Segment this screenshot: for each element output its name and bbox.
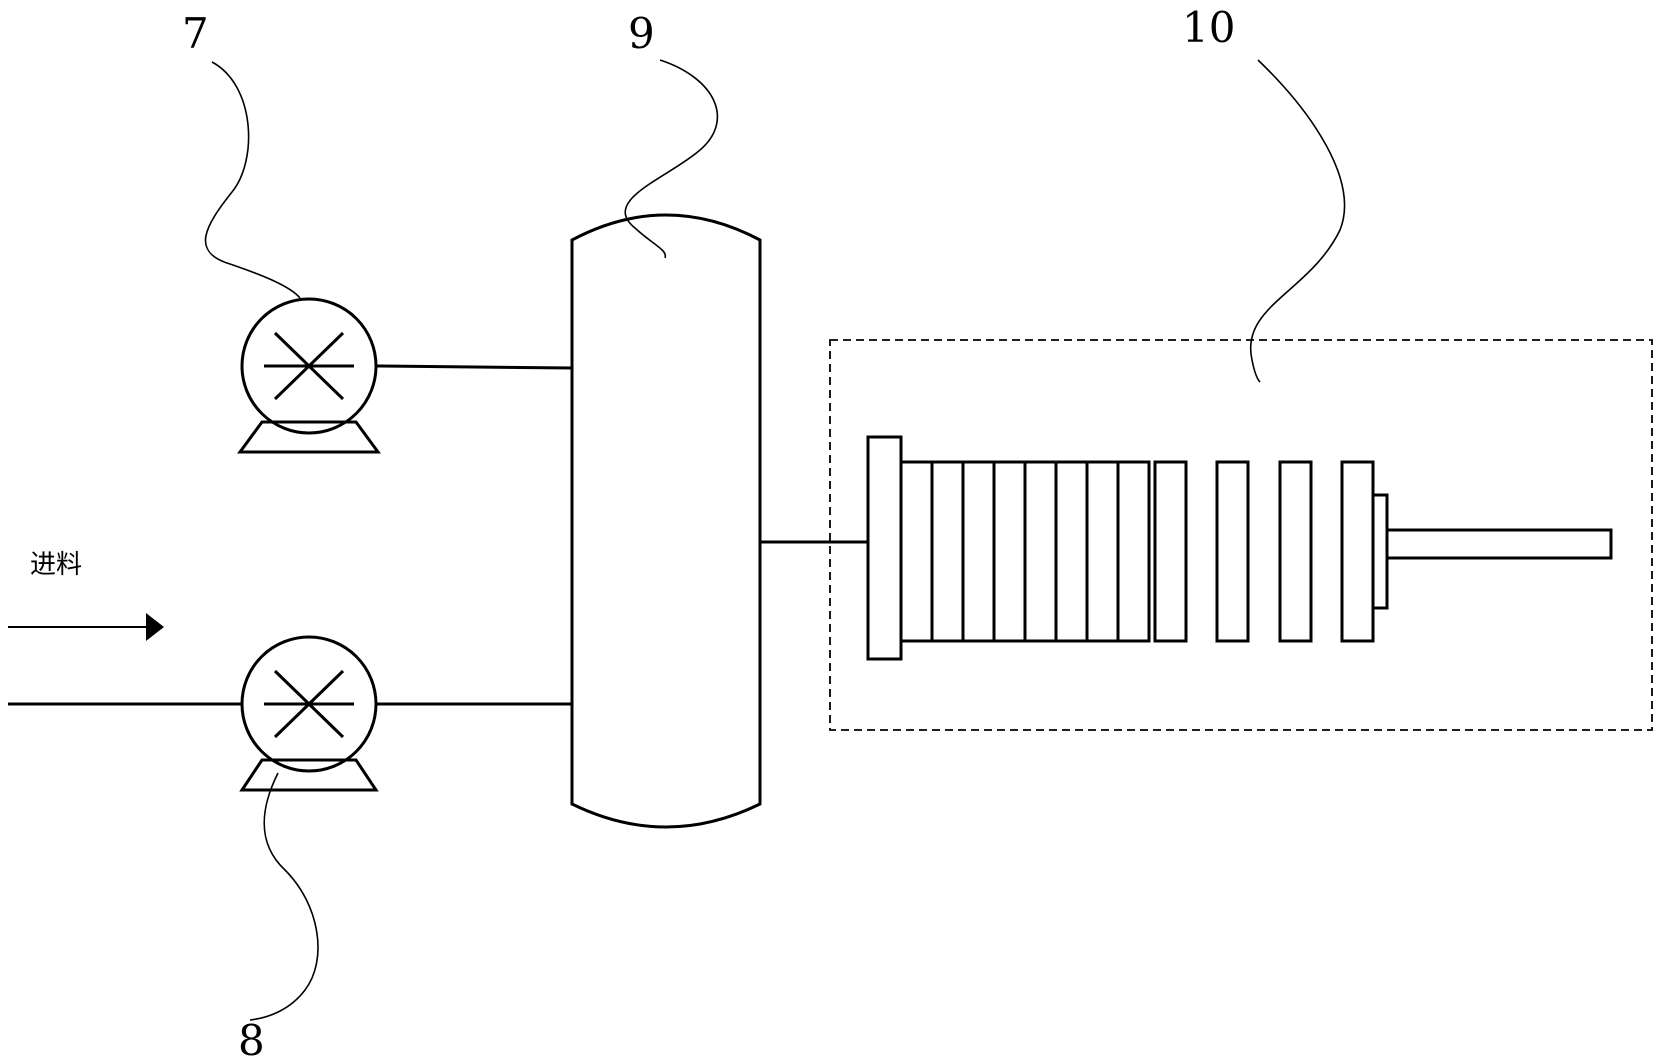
filter-plate xyxy=(899,460,934,643)
filter-plate xyxy=(930,460,965,643)
label-8: 8 xyxy=(238,1016,265,1062)
filter-press-boundary xyxy=(829,339,1653,731)
label-9: 9 xyxy=(628,9,655,58)
label-10: 10 xyxy=(1182,3,1235,52)
leader-line-9 xyxy=(624,59,719,259)
filter-plate xyxy=(1340,460,1375,643)
press-piston-rod xyxy=(1385,528,1613,560)
filter-plate xyxy=(1054,460,1089,643)
tank-9 xyxy=(570,213,762,829)
feed-arrow xyxy=(8,613,164,641)
filter-press-10 xyxy=(866,435,1613,661)
leader-line-8 xyxy=(249,772,319,1021)
filter-plate xyxy=(1116,460,1151,643)
filter-plate xyxy=(992,460,1027,643)
pipe-pump7-to-tank xyxy=(375,364,573,370)
filter-plate xyxy=(1278,460,1313,643)
filter-plate xyxy=(1023,460,1058,643)
filter-plate xyxy=(961,460,996,643)
label-7: 7 xyxy=(182,9,209,58)
leader-line-10 xyxy=(1249,59,1346,383)
pump-8 xyxy=(239,635,379,792)
feed-label: 进料 xyxy=(30,550,82,580)
press-head-plate xyxy=(866,435,903,661)
leader-line-7 xyxy=(204,61,301,299)
pump-7 xyxy=(237,297,381,454)
filter-plate xyxy=(1085,460,1120,643)
filter-plate xyxy=(1215,460,1250,643)
press-end-block xyxy=(1371,493,1389,610)
filter-plate xyxy=(1153,460,1188,643)
